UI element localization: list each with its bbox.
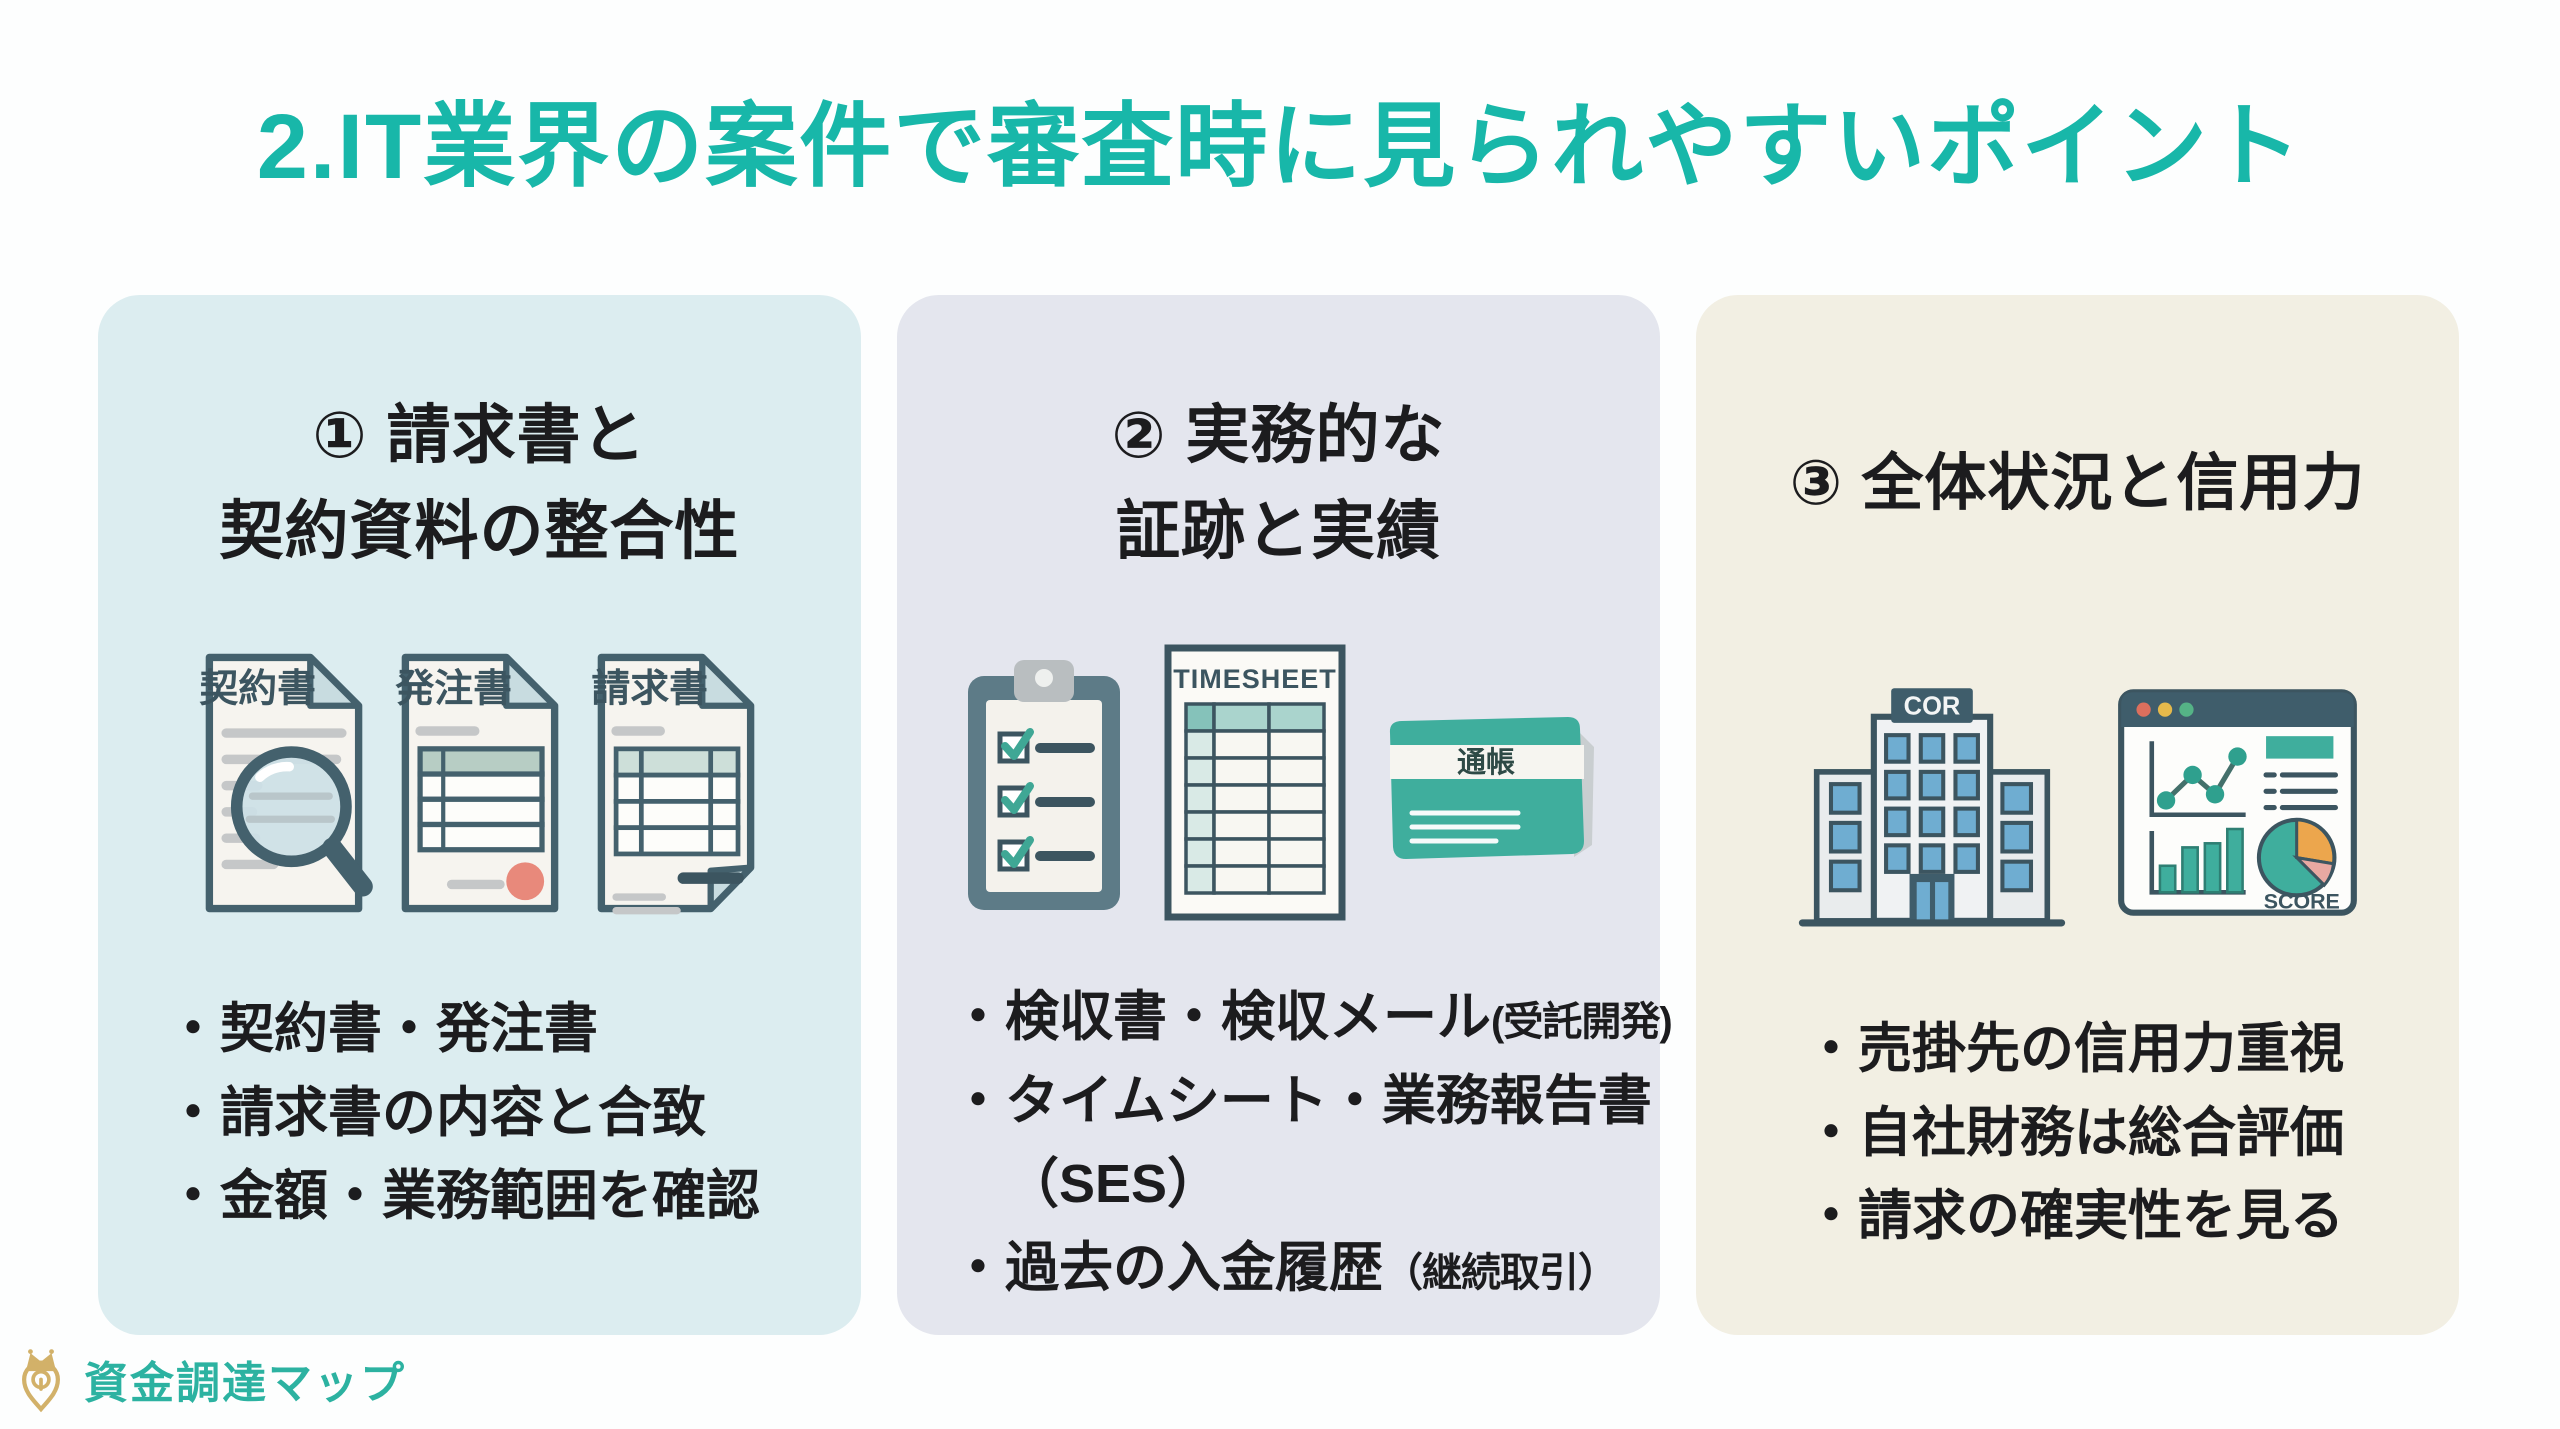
card2-bullet-2-cont: （SES） xyxy=(1005,1154,1222,1215)
passbook-label: 通帳 xyxy=(1456,746,1514,779)
building-sign-label: COR xyxy=(1903,692,1960,720)
card3-bullet-3: ・請求の確実性を見る xyxy=(1804,1186,2344,1247)
card-overall-creditworthiness: ③ 全体状況と信用力 COR xyxy=(1696,295,2459,1335)
card2-heading-line2: 証跡と実績 xyxy=(1116,495,1441,567)
card-practical-evidence: ② 実務的な 証跡と実績 xyxy=(897,295,1673,1335)
timesheet-label: TIMESHEET xyxy=(1173,664,1337,694)
card3-bullets: ・売掛先の信用力重視 ・自社財務は総合評価 ・請求の確実性を見る xyxy=(1696,1008,2459,1259)
card3-bullet-1: ・売掛先の信用力重視 xyxy=(1804,1019,2344,1079)
checklist-clipboard-icon xyxy=(954,648,1134,918)
purchase-order-document-icon: 発注書 xyxy=(389,649,571,917)
contract-document-magnifier-icon: 契約書 xyxy=(193,649,375,917)
crown-pin-logo-icon xyxy=(12,1338,70,1420)
card1-bullet-2: ・請求書の内容と合致 xyxy=(166,1082,706,1143)
invoice-doc-label: 請求書 xyxy=(591,667,708,710)
brand-logo: 資金調達マップ xyxy=(12,1338,406,1420)
cards-row: ① 請求書と 契約資料の整合性 契約書 xyxy=(98,295,2459,1335)
card2-bullet-1: ・検収書・検収メール(受託開発) xyxy=(951,987,1673,1047)
page-title: 2.IT業界の案件で審査時に見られやすいポイント xyxy=(256,96,2304,198)
card1-heading-line1: ① 請求書と xyxy=(312,399,647,471)
card1-icons: 契約書 xyxy=(193,645,767,920)
card3-bullet-2: ・自社財務は総合評価 xyxy=(1804,1102,2344,1163)
card1-heading: ① 請求書と 契約資料の整合性 xyxy=(220,393,740,573)
card-invoice-contract-consistency: ① 請求書と 契約資料の整合性 契約書 xyxy=(98,295,861,1335)
card2-heading-line1: ② 実務的な xyxy=(1111,399,1446,471)
timesheet-icon: TIMESHEET xyxy=(1160,640,1350,925)
card2-bullet-3: ・過去の入金履歴（継続取引） xyxy=(951,1238,1618,1299)
brand-name: 資金調達マップ xyxy=(84,1359,406,1408)
bullet-note: (受託開発) xyxy=(1491,1000,1673,1044)
score-label: SCORE xyxy=(2263,889,2339,913)
card2-heading: ② 実務的な 証跡と実績 xyxy=(1112,393,1446,573)
order-doc-label: 発注書 xyxy=(395,667,512,710)
card1-bullet-3: ・金額・業務範囲を確認 xyxy=(166,1166,760,1227)
card1-heading-line2: 契約資料の整合性 xyxy=(219,495,740,567)
card1-bullets: ・契約書・発注書 ・請求書の内容と合致 ・金額・業務範囲を確認 xyxy=(98,988,861,1239)
card3-icons: COR xyxy=(1793,665,2363,940)
contract-doc-label: 契約書 xyxy=(199,667,316,710)
score-dashboard-icon: SCORE xyxy=(2113,678,2363,928)
bullet-note: （継続取引） xyxy=(1383,1251,1618,1296)
card2-bullet-2: ・タイムシート・業務報告書 xyxy=(951,1070,1652,1131)
invoice-document-icon: 請求書 xyxy=(585,649,767,917)
card1-bullet-1: ・契約書・発注書 xyxy=(166,999,598,1059)
card3-heading-line1: ③ 全体状況と信用力 xyxy=(1789,448,2366,518)
card2-bullets: ・検収書・検収メール(受託開発) ・タイムシート・業務報告書 （SES） ・過去… xyxy=(897,976,1673,1311)
bank-passbook-icon: 通帳 xyxy=(1376,699,1604,867)
card2-icons: TIMESHEET xyxy=(954,644,1604,921)
card3-heading: ③ 全体状況と信用力 xyxy=(1790,393,2366,573)
corporate-building-icon: COR xyxy=(1793,678,2071,928)
